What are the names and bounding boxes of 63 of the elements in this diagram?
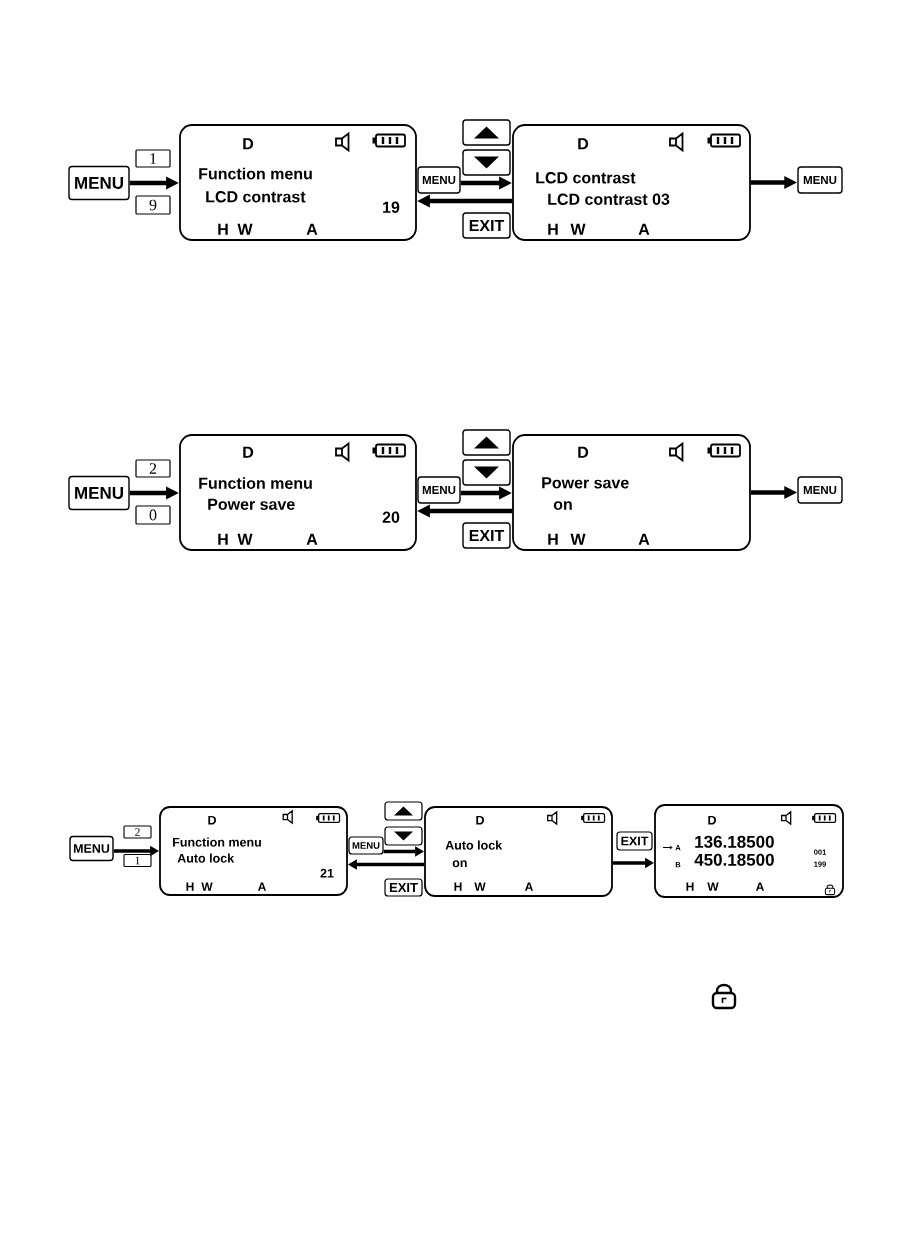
display-text: Power save bbox=[208, 498, 295, 510]
menu-key: MENU bbox=[417, 476, 461, 504]
display-text: Auto lock bbox=[177, 853, 235, 863]
exit-key: EXIT bbox=[384, 878, 423, 897]
display-text: W bbox=[474, 882, 486, 891]
menu-key: MENU bbox=[68, 165, 130, 201]
exit-key: EXIT bbox=[462, 522, 511, 549]
display-text: W bbox=[201, 882, 213, 891]
display-text: 136.18500 bbox=[695, 835, 774, 848]
display-text: on bbox=[553, 501, 572, 510]
display-text: D bbox=[208, 815, 216, 825]
display-text: H bbox=[454, 882, 462, 891]
display-text: W bbox=[570, 533, 586, 545]
menu-key: MENU bbox=[797, 166, 843, 194]
display-text: Function menu bbox=[199, 167, 312, 180]
menu-key: MENU bbox=[417, 166, 461, 194]
display-text: A bbox=[638, 223, 650, 235]
number-key: 1 bbox=[135, 149, 171, 168]
display-text: W bbox=[707, 882, 719, 891]
display-text: H bbox=[186, 882, 194, 891]
menu-key: MENU bbox=[68, 475, 130, 511]
display-text: 21 bbox=[320, 868, 334, 878]
display-text: D bbox=[476, 815, 484, 825]
display-text: 19 bbox=[383, 201, 400, 213]
display-text: A bbox=[306, 223, 318, 235]
menu-key: MENU bbox=[797, 476, 843, 504]
display-text: A bbox=[755, 882, 764, 891]
display-text: D bbox=[578, 446, 589, 458]
display-text: LCD contrast 03 bbox=[548, 193, 670, 205]
display-text: H bbox=[686, 882, 694, 891]
display-text: H bbox=[218, 533, 228, 545]
display-text: A bbox=[638, 533, 650, 545]
display-text: Auto lock bbox=[445, 840, 503, 850]
display-text: H bbox=[218, 223, 228, 235]
display-text: W bbox=[237, 533, 253, 545]
display-text: H bbox=[548, 223, 558, 235]
display-text: LCD contrast bbox=[536, 172, 636, 184]
display-text: A bbox=[306, 533, 318, 545]
exit-key: EXIT bbox=[616, 831, 653, 851]
display-text: H bbox=[548, 533, 558, 545]
menu-key: MENU bbox=[348, 836, 384, 855]
display-text: D bbox=[578, 138, 589, 150]
display-text: Function menu bbox=[199, 477, 312, 489]
display-text: Function menu bbox=[173, 837, 261, 847]
number-key: 2 bbox=[123, 825, 152, 839]
display-text: D bbox=[708, 815, 716, 825]
display-text: A bbox=[257, 882, 266, 891]
number-key: 1 bbox=[123, 853, 152, 868]
menu-key: MENU bbox=[69, 835, 114, 862]
number-key: 2 bbox=[135, 459, 171, 478]
display-text: LCD contrast bbox=[206, 191, 306, 203]
display-text: W bbox=[570, 223, 586, 235]
display-text: D bbox=[243, 446, 254, 458]
display-text: W bbox=[237, 223, 253, 235]
display-text: Power save bbox=[542, 477, 629, 489]
number-key: 9 bbox=[135, 195, 171, 215]
exit-key: EXIT bbox=[462, 212, 511, 239]
display-text: A bbox=[524, 882, 533, 891]
display-text: 450.18500 bbox=[694, 853, 774, 866]
display-text: 20 bbox=[382, 511, 400, 523]
number-key: 0 bbox=[135, 505, 171, 525]
display-text: on bbox=[452, 860, 467, 868]
display-text: D bbox=[243, 138, 254, 150]
